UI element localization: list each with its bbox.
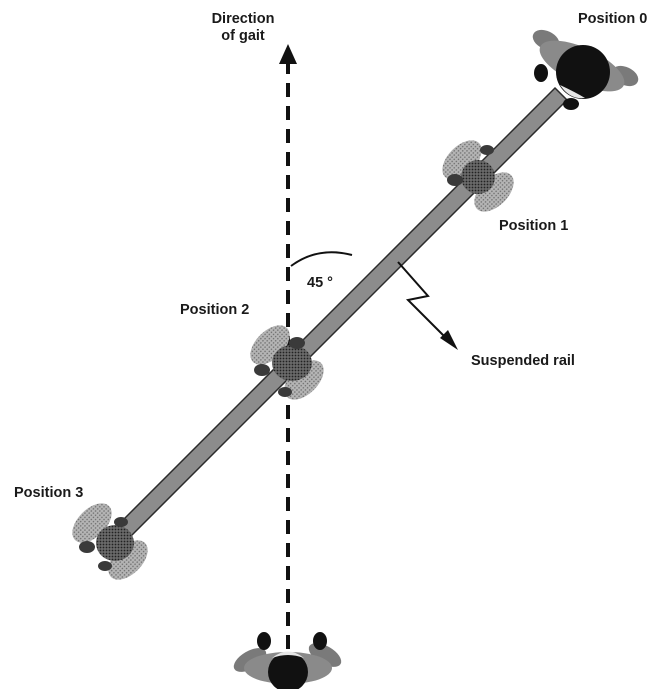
position-1-label: Position 1	[499, 218, 569, 234]
direction-label-line2: of gait	[221, 27, 265, 44]
position-3-label: Position 3	[14, 485, 84, 501]
suspended-rail	[98, 86, 569, 557]
subject-position-1	[442, 140, 514, 212]
subject-walking-bottom	[233, 632, 342, 689]
rail-leader-arrow	[397, 261, 458, 350]
angle-label: 45 °	[307, 275, 333, 291]
position-0-label: Position 0	[578, 11, 648, 27]
angle-arc	[290, 251, 353, 267]
subject-position-0	[532, 29, 639, 110]
direction-of-gait-label: Direction of gait	[190, 11, 296, 44]
suspended-rail-label: Suspended rail	[471, 353, 575, 369]
subject-position-3	[72, 503, 148, 580]
position-2-label: Position 2	[180, 302, 250, 318]
subject-position-2	[250, 325, 324, 400]
direction-label-line1: Direction	[211, 11, 275, 27]
